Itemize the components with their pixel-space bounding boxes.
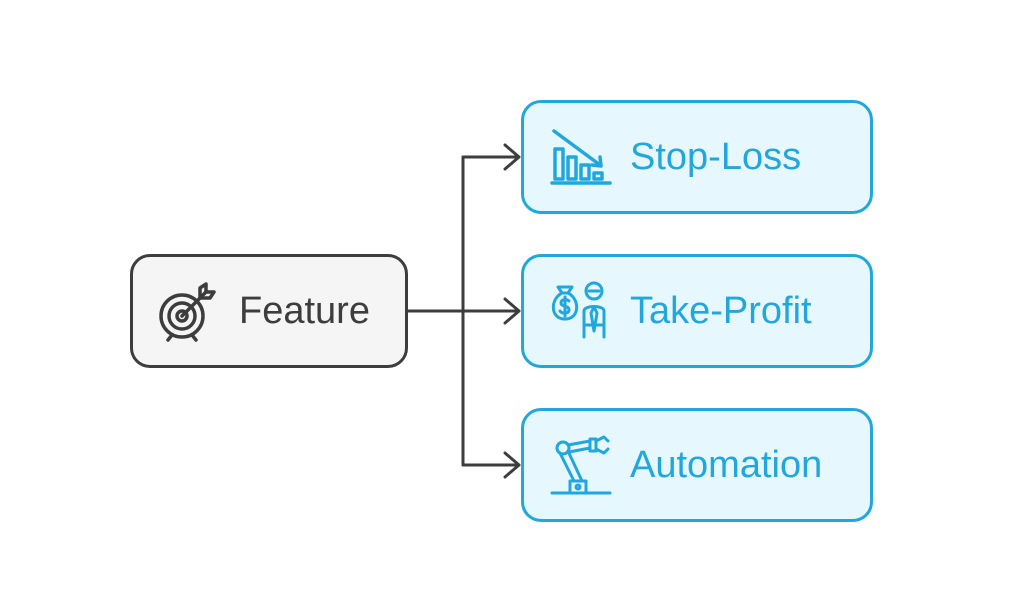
connector-trunk <box>406 155 465 467</box>
stop-loss-label: Stop-Loss <box>630 136 802 178</box>
target-icon <box>155 279 219 343</box>
robotic-arm-icon <box>548 433 612 497</box>
connector-to-automation <box>461 451 521 479</box>
take-profit-node: Take-Profit <box>521 254 873 368</box>
feature-label: Feature <box>239 290 370 332</box>
automation-label: Automation <box>630 444 823 486</box>
connector-to-take-profit <box>461 297 521 325</box>
take-profit-label: Take-Profit <box>630 290 812 332</box>
connector-to-stop-loss <box>461 143 521 171</box>
stop-loss-node: Stop-Loss <box>521 100 873 214</box>
feature-node: Feature <box>130 254 408 368</box>
automation-node: Automation <box>521 408 873 522</box>
declining-chart-icon <box>548 125 612 189</box>
money-bag-person-icon <box>548 279 612 343</box>
